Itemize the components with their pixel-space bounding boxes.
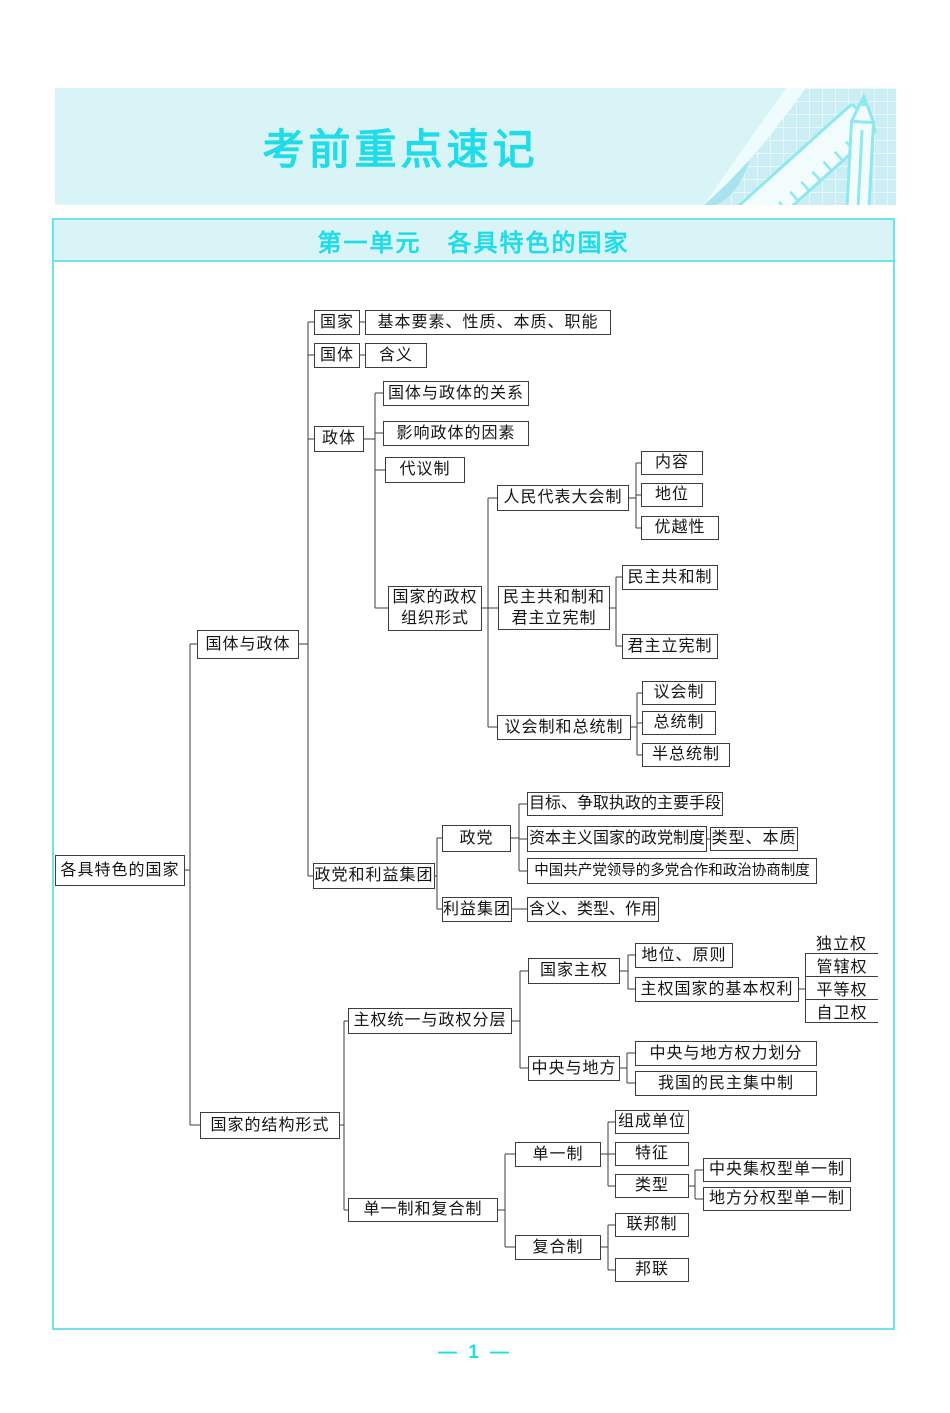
node-npc-status: 地位 bbox=[641, 483, 703, 507]
node-power-division: 中央与地方权力划分 bbox=[635, 1041, 817, 1066]
page-curl bbox=[666, 88, 806, 205]
unit-title: 第一单元 各具特色的国家 bbox=[54, 220, 893, 262]
node-unitary: 单一制 bbox=[515, 1142, 601, 1167]
node-right-self-defense: 自卫权 bbox=[805, 1000, 878, 1023]
pencil-icon bbox=[845, 94, 876, 205]
node-party-goal: 目标、争取执政的主要手段 bbox=[527, 792, 723, 816]
node-type-essence: 类型、本质 bbox=[710, 827, 798, 851]
node-state-detail: 基本要素、性质、本质、职能 bbox=[365, 310, 611, 335]
page-number: — 1 — bbox=[437, 1342, 513, 1363]
node-central-local: 中央与地方 bbox=[528, 1056, 620, 1081]
node-national-sovereignty: 国家主权 bbox=[528, 958, 620, 984]
node-npc-superiority: 优越性 bbox=[641, 516, 719, 540]
node-presidential: 总统制 bbox=[642, 711, 716, 735]
node-types: 类型 bbox=[615, 1174, 689, 1198]
node-polity: 政体 bbox=[314, 426, 364, 452]
node-confederation: 邦联 bbox=[615, 1258, 689, 1282]
node-state-and-polity: 国体与政体 bbox=[197, 630, 299, 659]
node-polity-factors: 影响政体的因素 bbox=[383, 421, 529, 446]
node-right-jurisdiction: 管辖权 bbox=[805, 954, 878, 977]
node-parliamentary: 议会制 bbox=[642, 681, 716, 705]
node-state-nature-detail: 含义 bbox=[365, 343, 427, 368]
node-features: 特征 bbox=[615, 1142, 689, 1166]
banner-decoration bbox=[666, 88, 896, 205]
node-democratic-centralism: 我国的民主集中制 bbox=[635, 1071, 817, 1096]
node-interest-groups: 利益集团 bbox=[442, 897, 512, 922]
node-line: 民主共和制和 bbox=[502, 588, 605, 606]
node-unitary-composite: 单一制和复合制 bbox=[348, 1198, 498, 1222]
node-line: 国家的政权 bbox=[392, 589, 478, 606]
node-federal: 联邦制 bbox=[615, 1213, 689, 1237]
node-power-org-form: 国家的政权 组织形式 bbox=[388, 586, 482, 631]
node-npc-system: 人民代表大会制 bbox=[497, 485, 629, 511]
node-sovereignty-layers: 主权统一与政权分层 bbox=[348, 1008, 512, 1034]
node-npc-content: 内容 bbox=[641, 451, 703, 475]
node-status-principle: 地位、原则 bbox=[635, 943, 733, 968]
node-structure-form: 国家的结构形式 bbox=[200, 1112, 340, 1139]
node-state-nature: 国体 bbox=[314, 343, 360, 368]
node-parties: 政党 bbox=[442, 825, 511, 852]
node-root: 各具特色的国家 bbox=[55, 855, 185, 886]
node-republic-and-monarchy: 民主共和制和 君主立宪制 bbox=[498, 586, 610, 630]
node-parliamentary-presidential: 议会制和总统制 bbox=[497, 715, 631, 740]
banner-title: 考前重点速记 bbox=[262, 126, 539, 173]
node-decentralized-unitary: 地方分权型单一制 bbox=[703, 1187, 851, 1211]
node-constitutional-monarchy: 君主立宪制 bbox=[622, 634, 718, 659]
node-polity-relation: 国体与政体的关系 bbox=[383, 381, 529, 406]
node-state: 国家 bbox=[314, 310, 360, 335]
basic-rights-list: 独立权 管辖权 平等权 自卫权 bbox=[805, 931, 878, 1023]
node-cpc-multiparty: 中国共产党领导的多党合作和政治协商制度 bbox=[527, 858, 817, 884]
node-centralized-unitary: 中央集权型单一制 bbox=[703, 1158, 851, 1182]
node-interest-groups-detail: 含义、类型、作用 bbox=[527, 897, 659, 922]
node-parties-interest-groups: 政党和利益集团 bbox=[313, 863, 435, 889]
node-semi-presidential: 半总统制 bbox=[642, 743, 730, 767]
header-banner: 考前重点速记 bbox=[55, 88, 896, 205]
node-democratic-republic: 民主共和制 bbox=[622, 565, 718, 590]
node-capitalist-party-system: 资本主义国家的政党制度 bbox=[527, 826, 707, 852]
node-line: 君主立宪制 bbox=[511, 609, 597, 627]
node-right-independence: 独立权 bbox=[805, 931, 878, 954]
node-right-equality: 平等权 bbox=[805, 977, 878, 1000]
node-representative-system: 代议制 bbox=[385, 457, 465, 483]
node-component-units: 组成单位 bbox=[615, 1110, 689, 1134]
node-composite: 复合制 bbox=[515, 1235, 601, 1260]
node-basic-rights: 主权国家的基本权利 bbox=[635, 977, 799, 1002]
node-line: 组织形式 bbox=[400, 610, 469, 627]
